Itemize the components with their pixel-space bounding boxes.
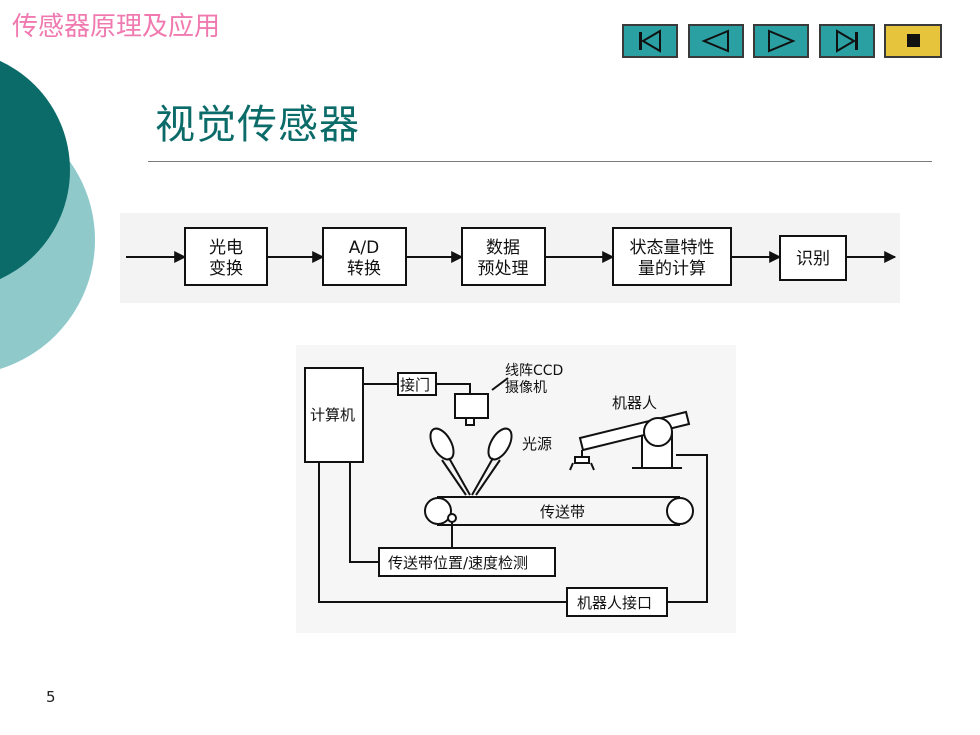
system-background [296, 345, 736, 633]
light-source-left [429, 427, 471, 496]
skip-to-start-icon [639, 29, 661, 53]
slide-title: 视觉传感器 [155, 102, 360, 148]
next-slide-button[interactable] [753, 24, 809, 58]
stop-show-button[interactable] [884, 24, 942, 58]
triangle-left-icon [701, 29, 729, 53]
previous-slide-button[interactable] [688, 24, 744, 58]
recognition-box [779, 235, 847, 281]
camera-label-line1: 线阵CCD [505, 363, 563, 379]
interface-label: 接门 [400, 376, 430, 394]
last-slide-button[interactable] [819, 24, 875, 58]
step-3-line1: 数据 [486, 238, 520, 258]
computer-robot-wire [318, 462, 567, 603]
skip-to-end-icon [836, 29, 858, 53]
ad-convert-box [322, 227, 407, 286]
robot-label: 机器人 [612, 394, 657, 412]
light-label: 光源 [522, 435, 552, 453]
step-2-line1: A/D [349, 238, 379, 258]
feature-calc-box [612, 227, 732, 286]
ccd-camera [454, 393, 489, 419]
belt-left-roller [424, 497, 452, 525]
step-1-line2: 变换 [209, 259, 243, 279]
belt-right-roller [666, 497, 694, 525]
course-title: 传感器原理及应用 [12, 12, 221, 42]
step-4-line2: 量的计算 [638, 259, 706, 279]
camera-lens [465, 417, 475, 426]
robot-arm [569, 410, 691, 471]
interface-camera-wire [436, 383, 471, 394]
computer-box [304, 367, 364, 463]
speed-detect-wire [349, 462, 379, 563]
belt-sensor [447, 513, 457, 523]
step-1-line1: 光电 [209, 238, 243, 258]
robot-interface-wire [667, 454, 708, 603]
light-source-right [471, 427, 513, 496]
conveyor-label: 传送带 [540, 503, 585, 521]
camera-leader-line [491, 377, 509, 391]
robot-interface-label: 机器人接口 [577, 594, 652, 612]
step-2-line2: 转换 [347, 259, 381, 279]
step-5-label: 识别 [796, 249, 830, 269]
step-3-line2: 预处理 [478, 259, 529, 279]
speed-detect-label: 传送带位置/速度检测 [388, 554, 528, 572]
photoelectric-box [184, 227, 268, 286]
title-divider [148, 161, 932, 162]
camera-label-line2: 摄像机 [505, 380, 547, 396]
preprocess-box [461, 227, 546, 286]
step-4-line1: 状态量特性 [630, 238, 715, 258]
page-number: 5 [46, 688, 56, 706]
first-slide-button[interactable] [622, 24, 678, 58]
computer-label: 计算机 [310, 406, 355, 424]
stop-square-icon [907, 34, 920, 47]
triangle-right-icon [768, 29, 796, 53]
system-wiring [304, 367, 708, 617]
dark-circle [0, 60, 70, 280]
